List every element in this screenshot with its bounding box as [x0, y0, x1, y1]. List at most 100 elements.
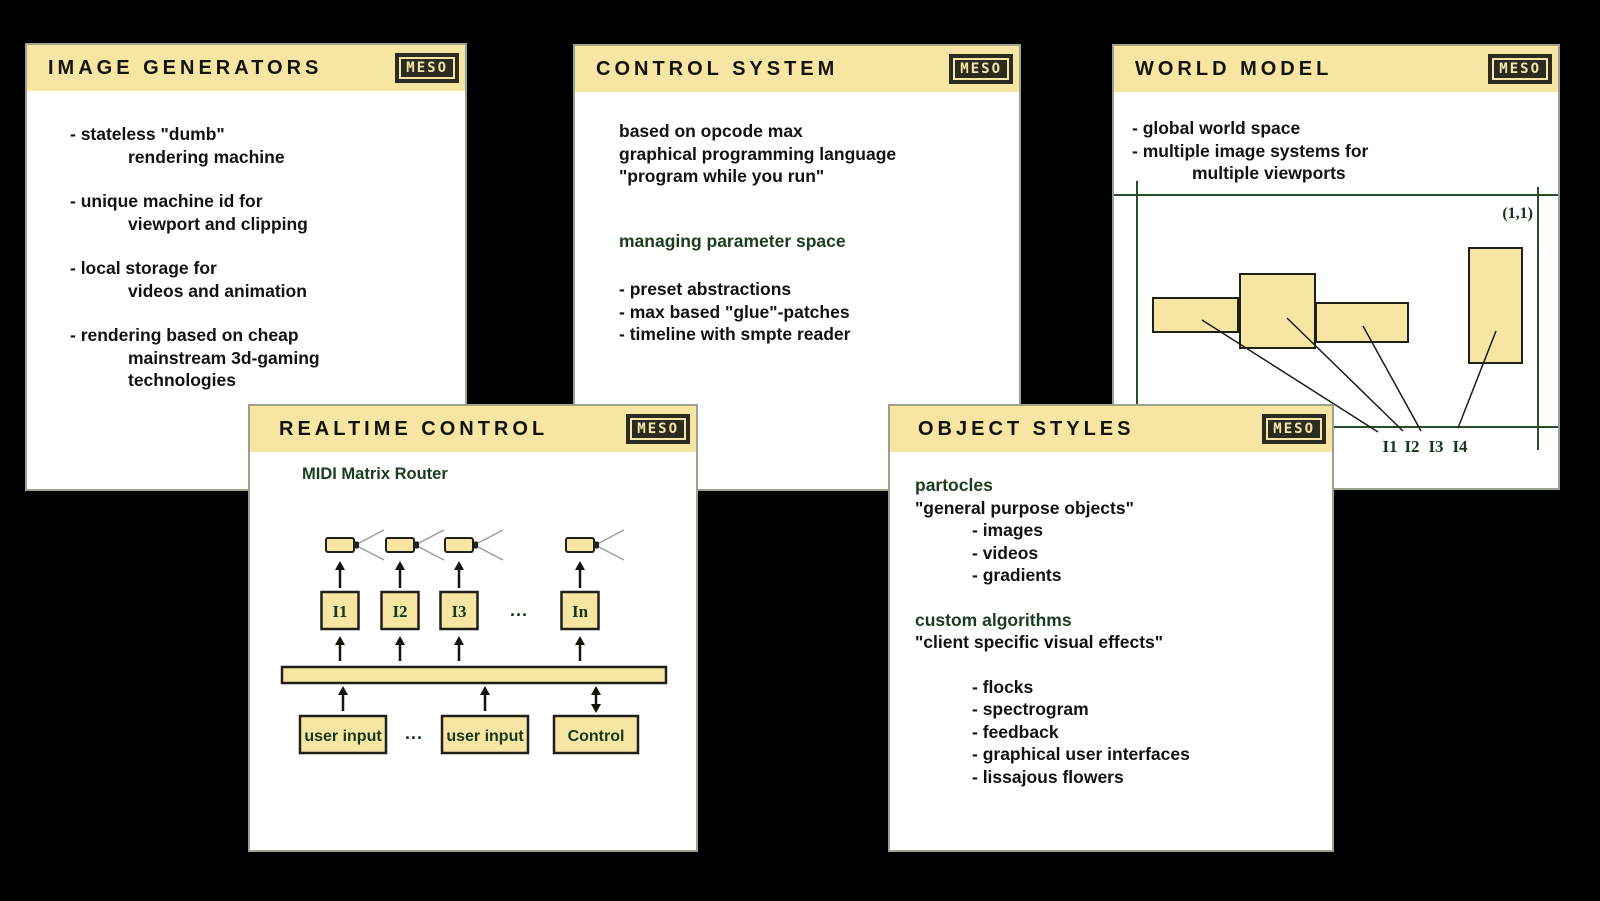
projector-icon — [325, 529, 385, 561]
viewport-label: I3 — [1428, 437, 1443, 456]
message-bus-bar — [280, 665, 668, 685]
slide-title: REALTIME CONTROL — [279, 417, 549, 440]
section-heading: managing parameter space — [619, 230, 846, 251]
bullet-list: - global world space - multiple image sy… — [1132, 117, 1544, 185]
intro-line: based on opcode max — [619, 121, 803, 141]
bullet-line: - lissajous flowers — [972, 766, 1124, 787]
meso-logo: MESO — [1488, 54, 1552, 84]
slide-title: WORLD MODEL — [1135, 57, 1333, 80]
meso-logo: MESO — [395, 53, 459, 83]
bullet-item: - local storage for videos and animation — [70, 257, 451, 302]
bullet-line: - videos — [972, 542, 1039, 563]
viewport-rect — [1468, 247, 1523, 364]
bullet-line: mainstream 3d-gaming — [128, 347, 320, 368]
bullet-line: - max based "glue"-patches — [619, 301, 850, 322]
bullet-line: - global world space — [1132, 118, 1301, 138]
viewport-labels: I1 I2 I3 I4 — [1382, 437, 1468, 456]
image-system-nodes: I1 I2 I3 In ... — [320, 590, 600, 631]
slide-body: - global world space - multiple image sy… — [1114, 92, 1558, 185]
intro-line: "program while you run" — [619, 166, 825, 186]
viewport-label: I4 — [1452, 437, 1468, 456]
group-custom-algorithms: custom algorithms "client specific visua… — [915, 609, 1318, 654]
bullet-line: - local storage for — [70, 258, 217, 278]
node-label: I1 — [332, 602, 347, 621]
source-label: user input — [304, 728, 382, 745]
bullet-line: - timeline with smpte reader — [619, 324, 851, 344]
meso-logo: MESO — [949, 54, 1013, 84]
slide-body: MIDI Matrix Router — [250, 452, 696, 486]
projector-icons — [325, 529, 625, 561]
slide-title: IMAGE GENERATORS — [48, 56, 323, 79]
bullet-line: - unique machine id for — [70, 191, 263, 211]
node-label: I2 — [392, 602, 407, 621]
source-box — [440, 714, 530, 755]
slide-image-generators: IMAGE GENERATORS MESO - stateless "dumb"… — [25, 43, 467, 491]
up-arrow-icons-mid — [335, 636, 585, 661]
viewport-rects — [1152, 247, 1523, 364]
bullet-line: technologies — [128, 370, 236, 390]
ellipsis: ... — [510, 600, 528, 620]
meso-logo: MESO — [626, 414, 690, 444]
slide-header: CONTROL SYSTEM MESO — [575, 46, 1019, 92]
group-heading: custom algorithms — [915, 609, 1072, 630]
up-arrow-icons-bottom — [338, 686, 490, 711]
meso-logo-text: MESO — [1492, 58, 1548, 80]
ellipsis: ... — [405, 723, 423, 743]
node-label: In — [572, 602, 589, 621]
meso-logo-text: MESO — [953, 58, 1009, 80]
bullet-line: - preset abstractions — [619, 279, 792, 299]
source-box — [298, 714, 388, 755]
node-box — [380, 590, 420, 631]
bullet-line: - spectrogram — [972, 699, 1089, 719]
double-arrow-icon — [591, 686, 601, 713]
projector-icon — [565, 529, 625, 561]
bullet-item: - rendering based on cheap mainstream 3d… — [70, 324, 451, 392]
node-label: I3 — [451, 602, 466, 621]
bullet-line: - images — [972, 520, 1043, 540]
bullet-line: - flocks — [972, 676, 1034, 697]
intro-line: graphical programming language — [619, 143, 897, 164]
slide-object-styles: OBJECT STYLES MESO partocles "general pu… — [888, 404, 1334, 852]
grid-corner-label: (1,1) — [1502, 205, 1533, 222]
projector-icon — [385, 529, 445, 561]
meso-logo-text: MESO — [399, 57, 455, 79]
slide-header: REALTIME CONTROL MESO — [250, 406, 696, 452]
group-partocles: partocles "general purpose objects" - im… — [915, 474, 1318, 587]
group-subtitle: "general purpose objects" — [915, 497, 1134, 518]
slide-body: based on opcode max graphical programmin… — [575, 92, 1019, 346]
slide-title: OBJECT STYLES — [918, 417, 1135, 440]
meso-logo-text: MESO — [630, 418, 686, 440]
node-box — [320, 590, 360, 631]
bullet-line: multiple viewports — [1192, 163, 1346, 183]
source-boxes: user input user input Control ... — [298, 714, 640, 755]
viewport-label: I1 — [1382, 437, 1397, 456]
slide-realtime-control: REALTIME CONTROL MESO MIDI Matrix Router — [248, 404, 698, 852]
up-arrow-icons-top — [335, 561, 585, 588]
group-subtitle: "client specific visual effects" — [915, 632, 1164, 652]
bullet-line: - stateless "dumb" — [70, 124, 225, 144]
viewport-rect — [1152, 297, 1239, 333]
diagram-subtitle: MIDI Matrix Router — [302, 465, 448, 483]
bullet-line: viewport and clipping — [128, 213, 308, 234]
bullet-line: - graphical user interfaces — [972, 744, 1190, 764]
bullet-line: - gradients — [972, 565, 1062, 585]
node-box — [560, 590, 600, 631]
viewport-label: I2 — [1404, 437, 1419, 456]
bullet-item: - stateless "dumb" rendering machine — [70, 123, 451, 168]
node-box — [439, 590, 479, 631]
viewport-rect — [1315, 302, 1409, 343]
group-heading: partocles — [915, 475, 993, 495]
source-label: user input — [446, 728, 524, 745]
slide-body: partocles "general purpose objects" - im… — [890, 452, 1332, 788]
intro-paragraph: based on opcode max graphical programmin… — [619, 120, 1005, 188]
slide-header: WORLD MODEL MESO — [1114, 46, 1558, 92]
slide-title: CONTROL SYSTEM — [596, 57, 839, 80]
bullet-line: - rendering based on cheap — [70, 325, 299, 345]
viewport-rect — [1239, 273, 1316, 349]
group-items: - flocks - spectrogram - feedback - grap… — [915, 676, 1318, 789]
source-label: Control — [568, 728, 625, 745]
bullet-list: - preset abstractions - max based "glue"… — [619, 278, 1005, 346]
bullet-line: - multiple image systems for — [1132, 140, 1369, 161]
meso-logo: MESO — [1262, 414, 1326, 444]
